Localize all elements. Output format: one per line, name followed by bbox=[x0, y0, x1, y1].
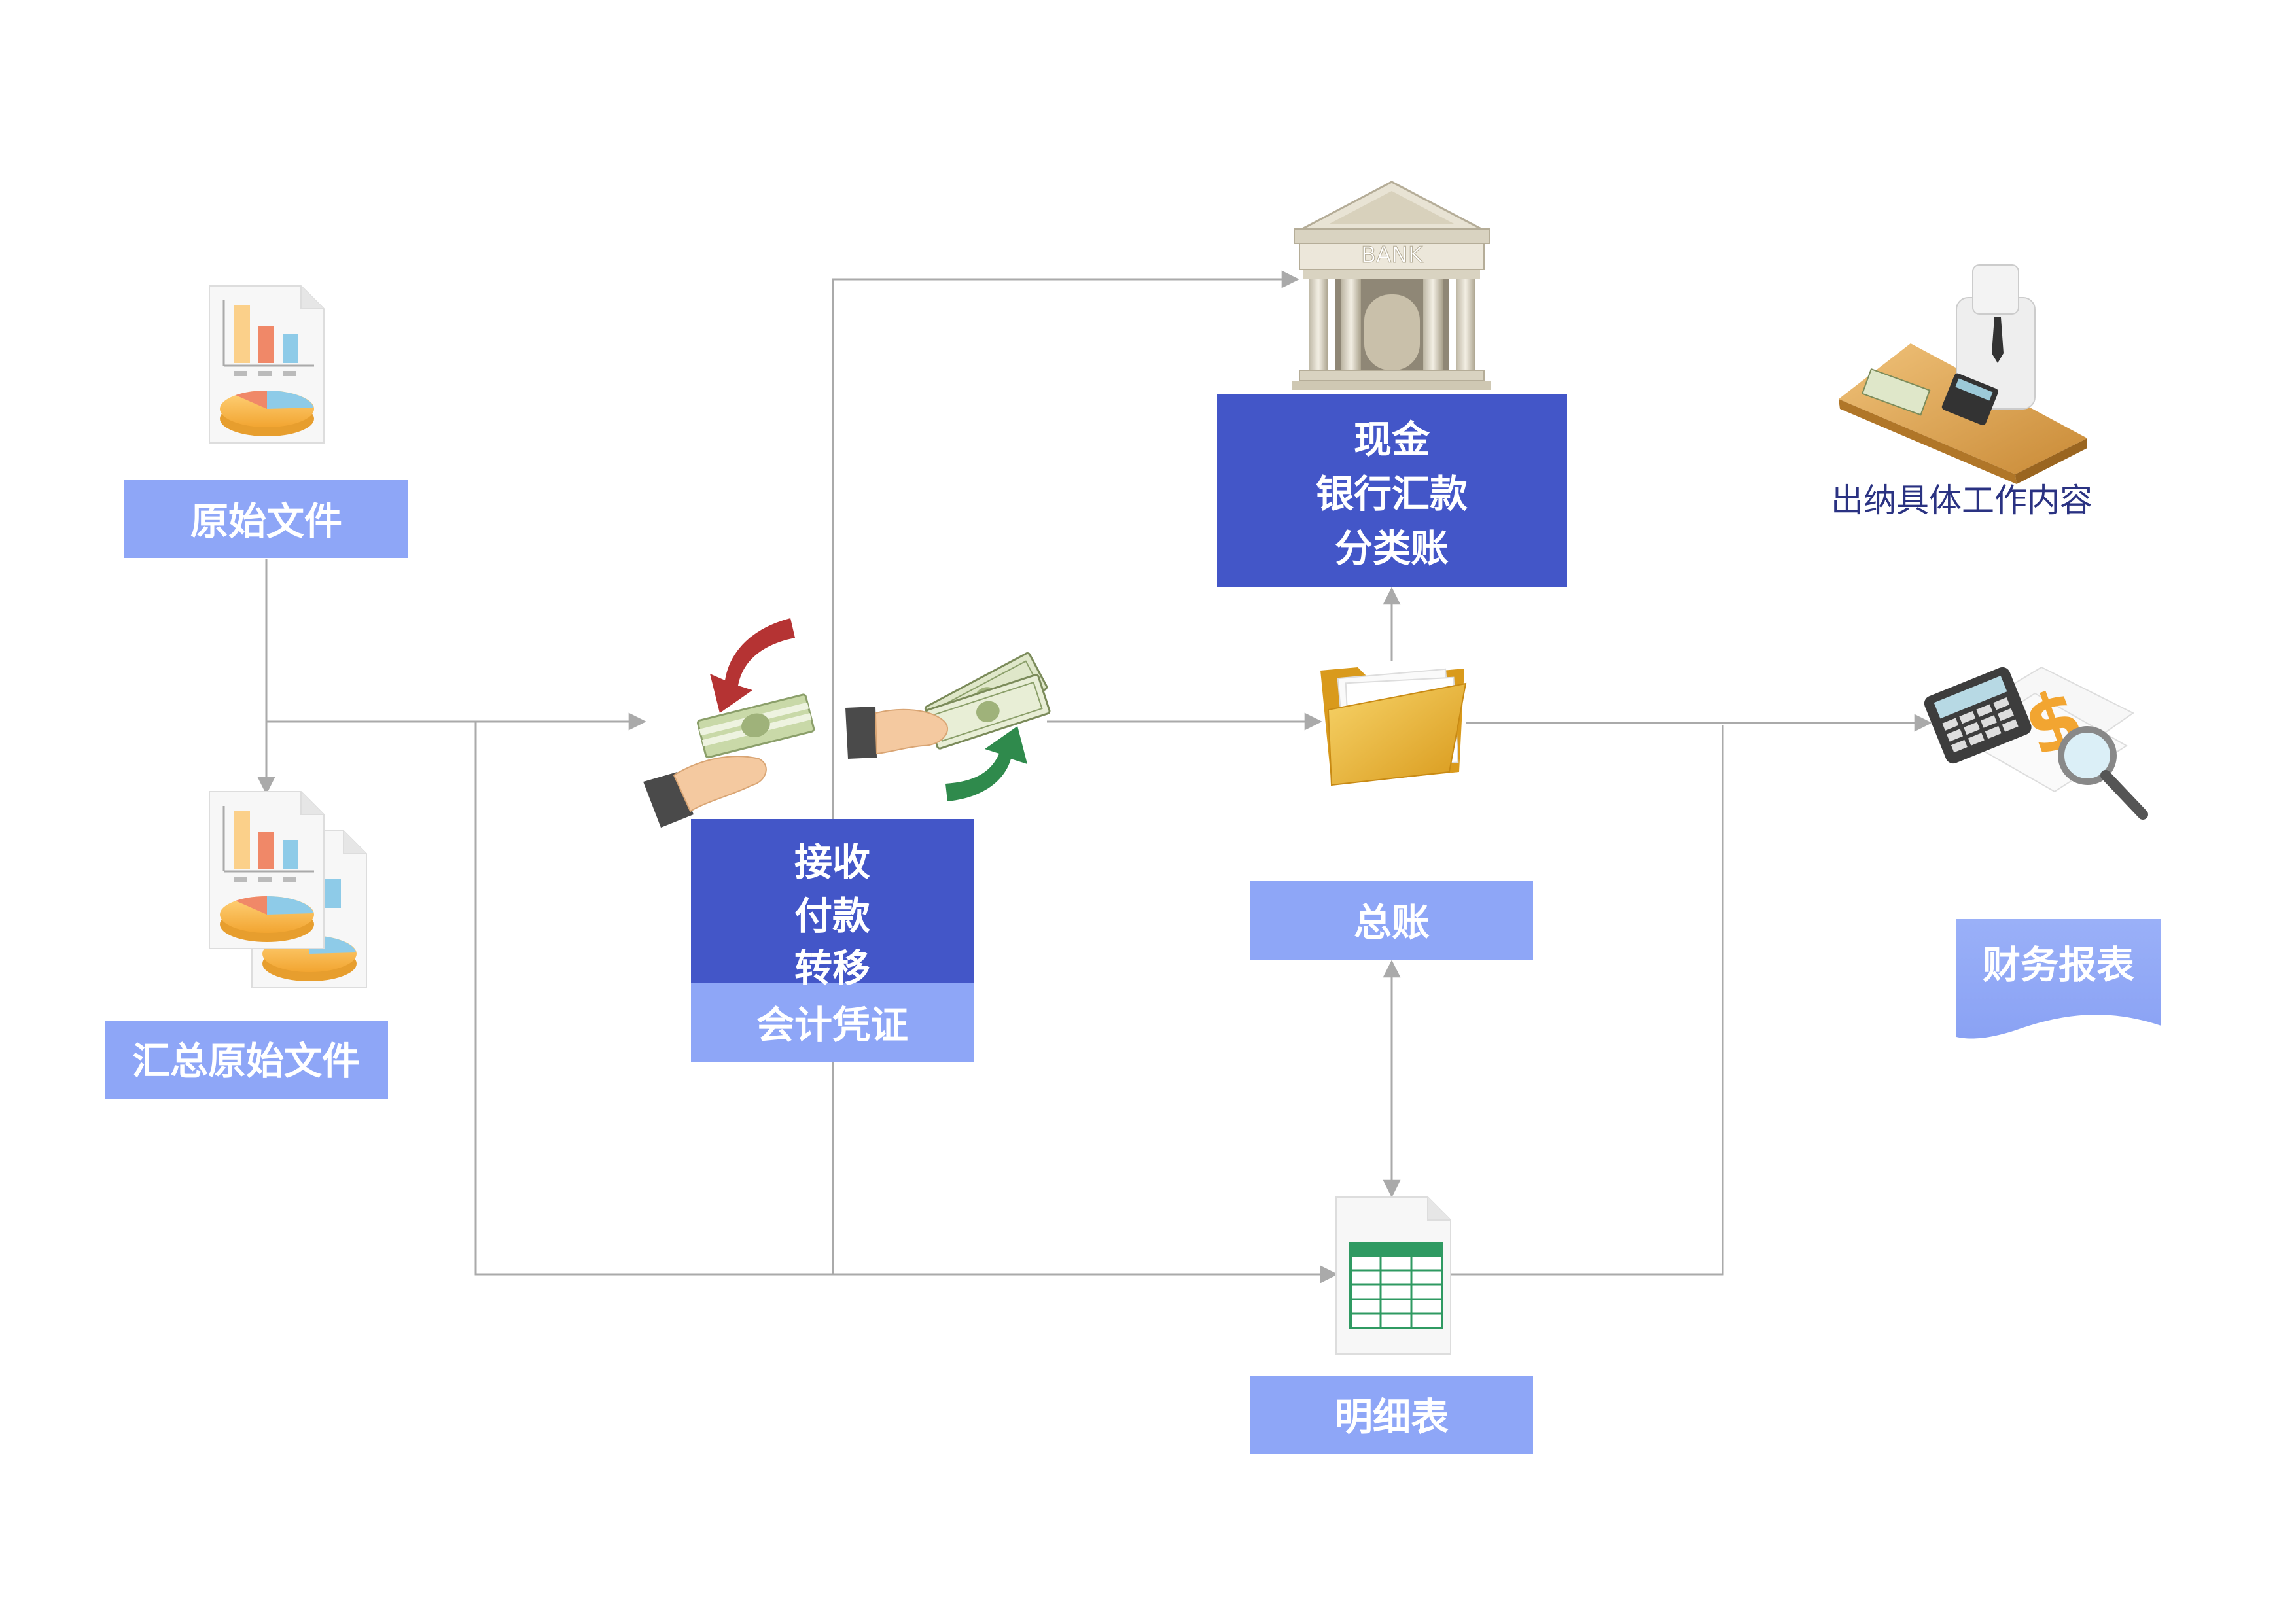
box-cash-ledger: 现金 银行汇款 分类账 bbox=[1217, 394, 1567, 587]
voucher-line-1: 接收 bbox=[794, 840, 870, 884]
box-summary-docs: 汇总原始文件 bbox=[105, 1021, 388, 1099]
connector-left-to-detail bbox=[474, 722, 1338, 1283]
bank-building-icon: BANK bbox=[1292, 181, 1491, 390]
spreadsheet-icon bbox=[1335, 1196, 1451, 1355]
box-original-docs: 原始文件 bbox=[124, 480, 408, 558]
bank-sign: BANK bbox=[1361, 242, 1424, 268]
label-voucher: 会计凭证 bbox=[756, 1003, 908, 1047]
label-financial-report: 财务报表 bbox=[1983, 943, 2134, 987]
hand-receive-money-icon bbox=[643, 618, 815, 828]
label-original-docs: 原始文件 bbox=[190, 499, 342, 544]
connectors bbox=[257, 270, 1932, 1283]
label-general-ledger: 总账 bbox=[1354, 900, 1430, 945]
calculator-magnifier-icon: $ bbox=[1924, 666, 2148, 820]
label-summary-docs: 汇总原始文件 bbox=[132, 1039, 360, 1083]
box-voucher: 接收 付款 转移 会计凭证 bbox=[691, 819, 974, 1062]
cashier-desk-icon bbox=[1839, 264, 2087, 484]
folder-icon bbox=[1320, 667, 1467, 786]
label-detail-table: 明细表 bbox=[1335, 1395, 1449, 1439]
box-financial-report: 财务报表 bbox=[1956, 919, 2161, 1039]
documents-stack-icon bbox=[209, 791, 367, 988]
voucher-line-2: 付款 bbox=[794, 894, 870, 938]
ledger-line-3: 分类账 bbox=[1335, 526, 1449, 570]
connector-detail-to-report bbox=[1449, 725, 1724, 1276]
cashier-caption: 出纳具体工作内容 bbox=[1831, 481, 2093, 519]
hand-give-money-icon bbox=[845, 652, 1051, 801]
voucher-line-3: 转移 bbox=[794, 946, 870, 990]
document-chart-icon bbox=[209, 285, 325, 444]
ledger-line-1: 现金 bbox=[1354, 417, 1430, 462]
box-detail-table: 明细表 bbox=[1250, 1376, 1533, 1454]
box-general-ledger: 总账 bbox=[1250, 881, 1533, 960]
ledger-line-2: 银行汇款 bbox=[1316, 472, 1468, 516]
